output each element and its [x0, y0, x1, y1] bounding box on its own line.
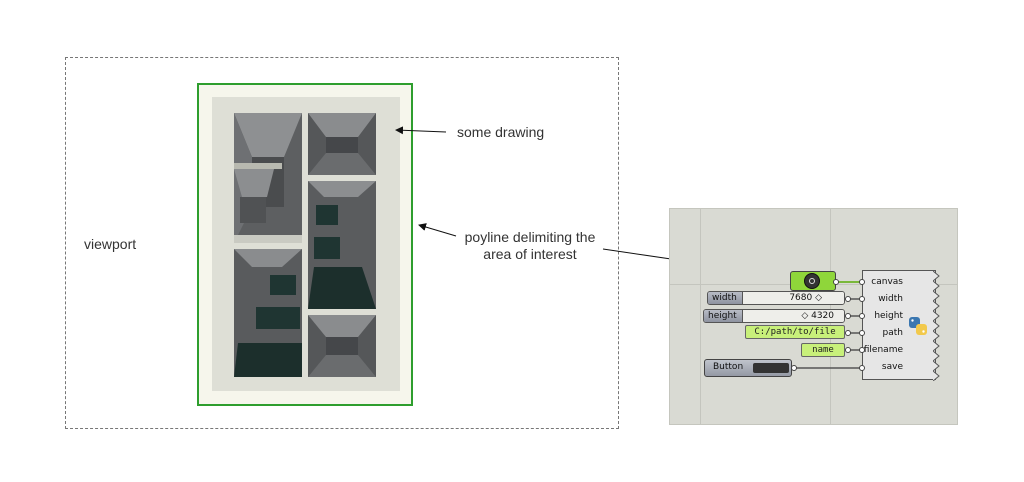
input-filename: filename	[863, 345, 903, 355]
save-input-port[interactable]	[859, 365, 865, 371]
input-canvas: canvas	[871, 277, 903, 287]
input-path: path	[882, 328, 903, 338]
viewport-box	[65, 57, 619, 429]
name-output-port[interactable]	[845, 347, 851, 353]
grid-line	[700, 209, 701, 424]
some-drawing-label: some drawing	[457, 124, 545, 140]
height-output-port[interactable]	[845, 313, 851, 319]
polyline-label-line2: area of interest	[483, 246, 577, 262]
canvas-output-port[interactable]	[833, 279, 839, 285]
width-input-port[interactable]	[859, 296, 865, 302]
canvas-input-port[interactable]	[859, 279, 865, 285]
name-panel[interactable]: name	[801, 343, 845, 357]
polyline-arrow-left	[418, 223, 457, 237]
python-component[interactable]: canvas width height path filename save	[862, 270, 940, 381]
viewport-label: viewport	[84, 236, 137, 252]
button-face[interactable]	[753, 363, 789, 373]
height-slider[interactable]: height ◇ 4320	[703, 309, 845, 323]
height-input-port[interactable]	[859, 313, 865, 319]
button-output-port[interactable]	[791, 365, 797, 371]
path-panel[interactable]: C:/path/to/file	[745, 325, 845, 339]
width-slider-track[interactable]	[743, 292, 844, 304]
drawing	[212, 97, 400, 391]
path-input-port[interactable]	[859, 330, 865, 336]
height-slider-track[interactable]	[743, 310, 844, 322]
polyline-label: poyline delimiting the area of interest	[455, 229, 605, 263]
camera-icon	[804, 273, 820, 289]
input-save: save	[881, 362, 903, 372]
width-output-port[interactable]	[845, 296, 851, 302]
path-output-port[interactable]	[845, 330, 851, 336]
filename-input-port[interactable]	[859, 347, 865, 353]
some-drawing-arrow	[395, 126, 447, 135]
width-slider[interactable]: width 7680 ◇	[707, 291, 845, 305]
button-label: Button	[713, 362, 744, 372]
component-jagged-edge	[933, 271, 940, 381]
height-slider-value: ◇ 4320	[801, 311, 834, 321]
width-slider-value: 7680 ◇	[789, 293, 822, 303]
input-width: width	[878, 294, 903, 304]
canvas-component[interactable]	[790, 271, 836, 291]
python-icon	[909, 317, 927, 335]
input-height: height	[874, 311, 903, 321]
button-component[interactable]: Button	[704, 359, 792, 377]
drawing-graphic	[234, 113, 376, 377]
width-slider-name: width	[708, 292, 743, 304]
height-slider-name: height	[704, 310, 743, 322]
polyline-label-line1: poyline delimiting the	[464, 229, 596, 245]
